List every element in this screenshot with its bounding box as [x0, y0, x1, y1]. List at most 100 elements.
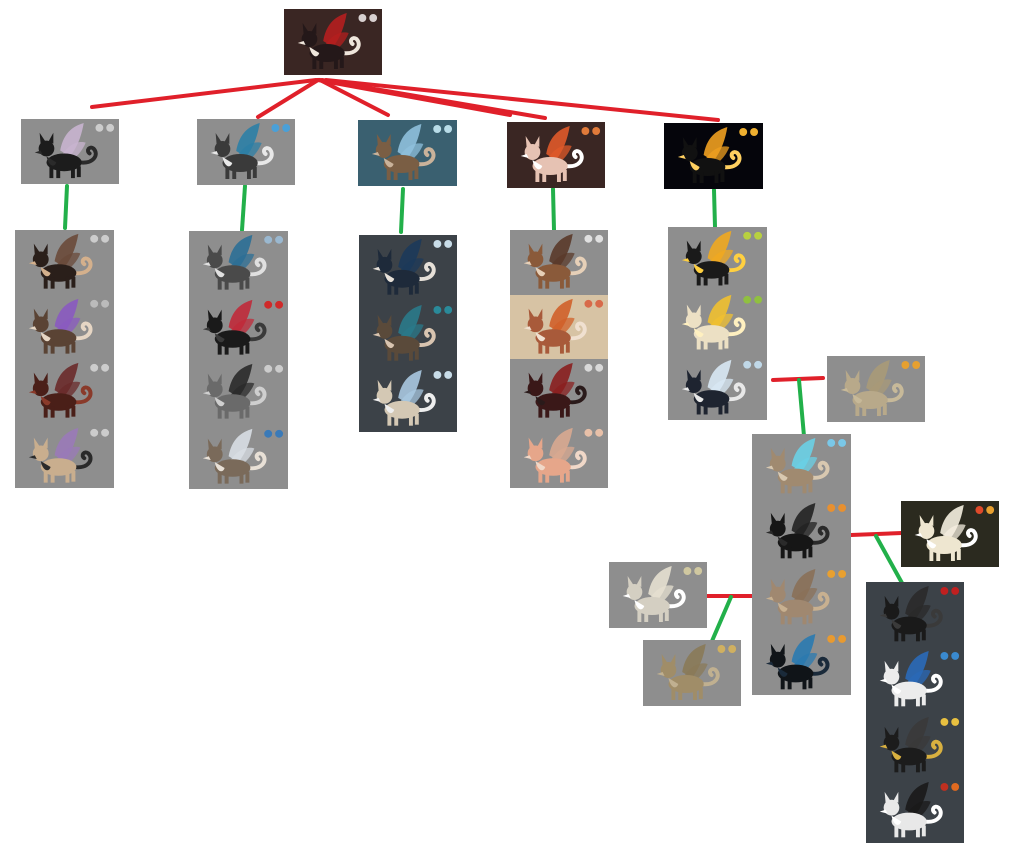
leg-shape	[692, 171, 697, 183]
eye-swatch	[986, 506, 995, 514]
muzzle-shape	[523, 454, 532, 459]
litter-pup[interactable]	[752, 564, 851, 630]
leg-shape	[703, 339, 708, 350]
muzzle-shape	[28, 325, 37, 330]
litter-pup[interactable]	[359, 366, 457, 432]
litter-pup[interactable]	[510, 359, 608, 424]
litter-pup[interactable]	[752, 499, 851, 565]
litter-pup[interactable]	[359, 235, 457, 301]
ear-shape	[779, 578, 785, 590]
wing-shape	[228, 234, 253, 269]
chest-shape	[214, 268, 225, 278]
leg-shape	[936, 550, 941, 561]
litter-pup[interactable]	[866, 712, 964, 778]
litter-pup[interactable]	[866, 647, 964, 713]
litter-pup[interactable]	[752, 629, 851, 695]
leg-shape	[718, 402, 723, 415]
creature-illustration	[681, 295, 746, 350]
leg-shape	[724, 273, 729, 285]
muzzle-shape	[523, 325, 532, 330]
head-shape	[769, 586, 786, 603]
ear-shape	[528, 243, 535, 255]
ear-shape	[525, 136, 532, 147]
litter-pup[interactable]	[189, 424, 288, 489]
leg-shape	[538, 405, 543, 418]
eye-swatch	[275, 300, 284, 309]
tail-shape	[922, 608, 943, 628]
muzzle-shape	[879, 678, 888, 683]
ear-shape	[386, 380, 392, 392]
muzzle-shape	[297, 41, 306, 45]
litter-pup[interactable]	[668, 291, 767, 356]
wing-shape	[707, 359, 732, 393]
ear-shape	[686, 304, 693, 316]
leg-shape	[718, 273, 723, 286]
litter-pup[interactable]	[510, 423, 608, 488]
ear-shape	[311, 23, 317, 34]
creature-illustration	[840, 360, 904, 416]
litter-pup[interactable]	[510, 294, 608, 359]
grandchild-1-card[interactable]	[643, 640, 741, 706]
mate-1-card[interactable]	[827, 356, 925, 422]
litter-pup[interactable]	[15, 230, 114, 295]
litter-pup[interactable]	[189, 295, 288, 360]
litter-pup[interactable]	[189, 231, 288, 296]
chest-shape	[693, 392, 704, 402]
leg-shape	[394, 415, 399, 427]
eye-swatch	[940, 586, 949, 595]
tail-shape	[72, 320, 93, 340]
chest-shape	[693, 264, 704, 274]
ear-shape	[39, 132, 46, 144]
tail-shape	[415, 261, 436, 281]
head-shape	[883, 734, 900, 751]
muzzle-shape	[765, 465, 774, 470]
eye-swatch	[838, 634, 847, 643]
child-4-card[interactable]	[507, 122, 605, 188]
litter-pup[interactable]	[668, 355, 767, 420]
matriarch-card[interactable]	[284, 9, 382, 75]
litter-pup[interactable]	[510, 230, 608, 295]
litter-pup[interactable]	[866, 582, 964, 648]
litter-pup[interactable]	[668, 227, 767, 292]
eye-swatch	[581, 127, 590, 135]
creature-illustration	[202, 363, 267, 419]
child-3-card[interactable]	[358, 120, 457, 186]
muzzle-shape	[840, 388, 849, 392]
litter-pup[interactable]	[359, 300, 457, 367]
ear-shape	[695, 369, 701, 381]
muzzle-shape	[879, 744, 888, 749]
ear-shape	[385, 134, 391, 145]
litter-pup[interactable]	[15, 359, 114, 424]
leg-shape	[921, 694, 926, 706]
head-shape	[214, 141, 231, 157]
leg-shape	[559, 405, 564, 418]
child-1-card[interactable]	[21, 119, 119, 184]
litter-pup[interactable]	[189, 360, 288, 425]
chest-shape	[214, 332, 225, 342]
child-2-card[interactable]	[197, 119, 295, 185]
creature-illustration	[202, 234, 267, 290]
ear-shape	[33, 437, 40, 448]
offspring-line-2	[240, 184, 247, 232]
eye-swatch	[827, 634, 836, 643]
mate-2-card[interactable]	[901, 501, 999, 567]
leg-shape	[956, 549, 961, 560]
muzzle-shape	[372, 332, 381, 337]
wing-shape	[791, 437, 816, 472]
eye-swatch	[264, 235, 273, 244]
head-shape	[626, 584, 643, 600]
litter-pup[interactable]	[15, 423, 114, 488]
wing-shape	[703, 127, 728, 161]
child-5-card[interactable]	[664, 123, 763, 189]
chest-shape	[891, 750, 902, 760]
mate-3-card[interactable]	[609, 562, 707, 628]
leg-shape	[386, 168, 391, 180]
tail-shape	[721, 150, 742, 170]
litter-pup[interactable]	[866, 777, 964, 843]
litter-pup[interactable]	[752, 434, 851, 500]
litter-pup[interactable]	[15, 294, 114, 359]
pair-line-pup-mate-2	[849, 531, 904, 537]
creature-illustration	[681, 359, 746, 415]
leg-shape	[71, 470, 76, 482]
head-shape	[685, 248, 702, 265]
